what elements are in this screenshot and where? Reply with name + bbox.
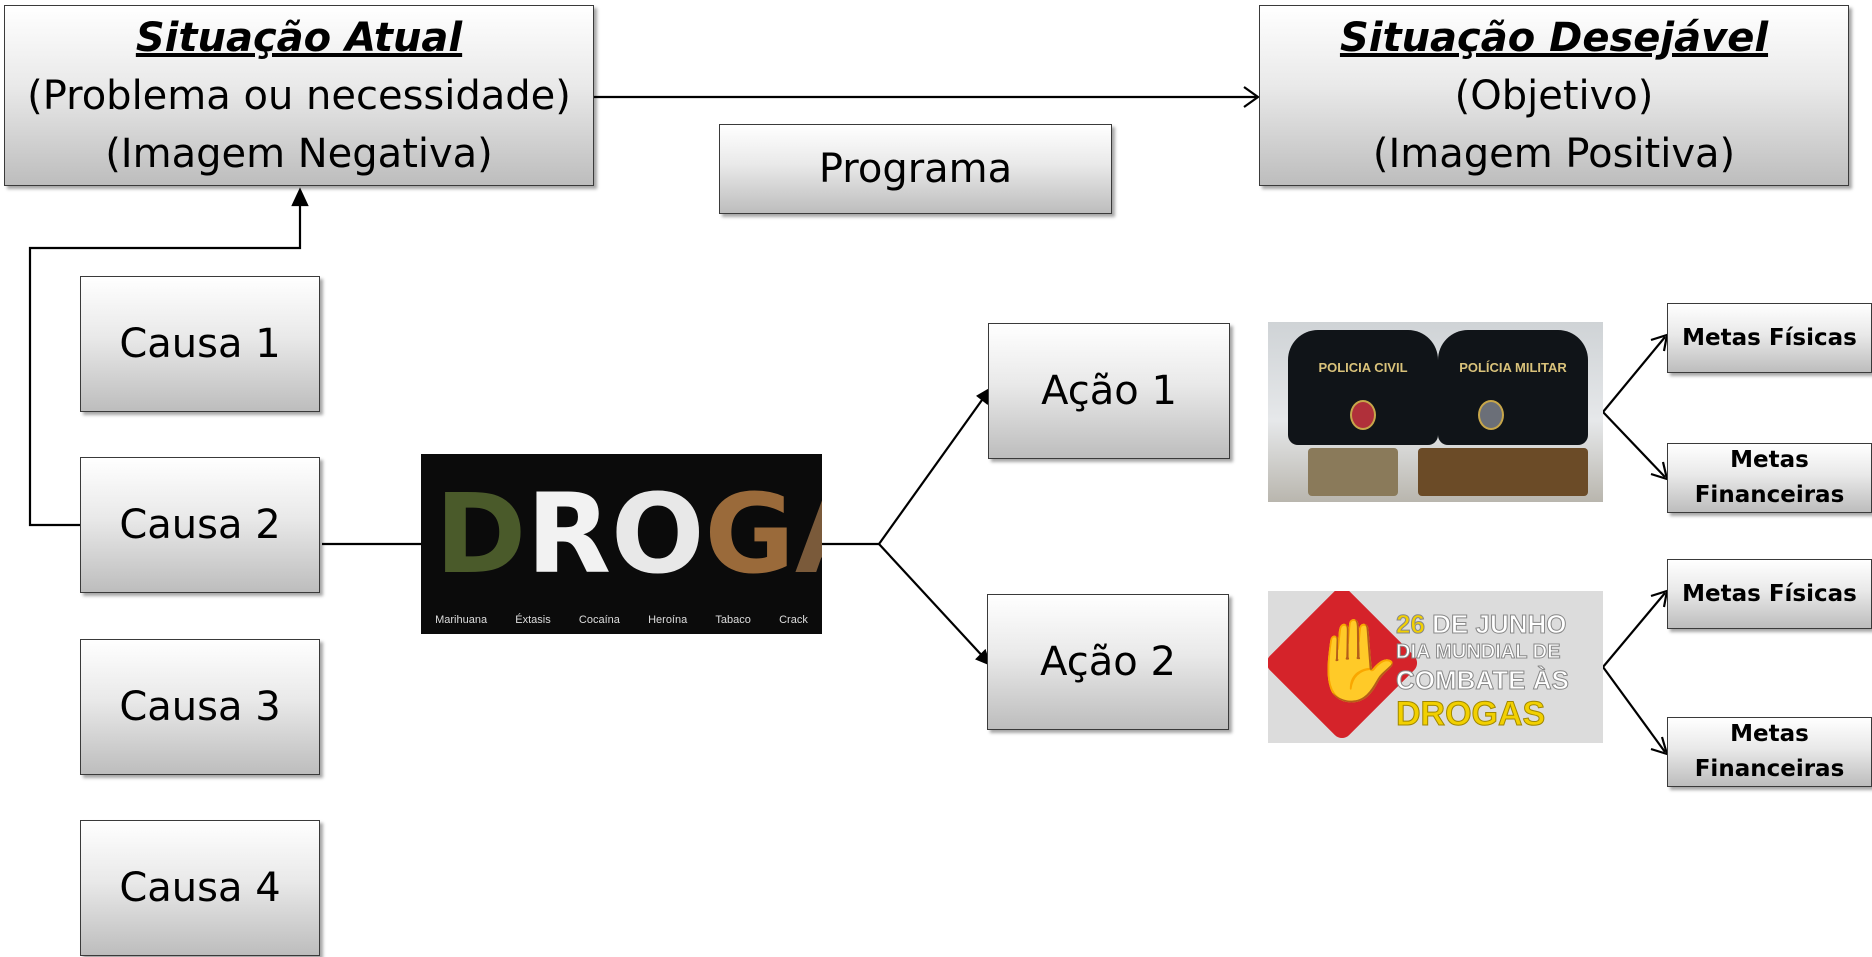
causa-3-box: Causa 3 bbox=[80, 639, 320, 775]
arrow-branch-to-acao1 bbox=[878, 392, 988, 545]
hand-icon: ✋ bbox=[1306, 614, 1406, 707]
acao-1-label: Ação 1 bbox=[1041, 368, 1177, 414]
arrow-causa2-to-atual bbox=[28, 194, 302, 527]
arrow-img2-to-metas-fisicas bbox=[1602, 592, 1666, 668]
acao-2-box: Ação 2 bbox=[987, 594, 1229, 730]
metas-fisicas-1-box: Metas Físicas bbox=[1667, 303, 1872, 373]
badge-right-icon bbox=[1478, 400, 1504, 430]
arrow-img1-to-metas-fisicas bbox=[1602, 336, 1666, 413]
campanha-image: ✋ 26 DE JUNHO DIA MUNDIAL DE COMBATE ÀS … bbox=[1268, 591, 1603, 743]
seized-goods bbox=[1418, 448, 1588, 496]
causa-1-label: Causa 1 bbox=[119, 321, 281, 367]
arrow-branch-to-acao2 bbox=[878, 543, 988, 662]
badge-left-icon bbox=[1350, 400, 1376, 430]
situacao-desejavel-box: Situação Desejável (Objetivo) (Imagem Po… bbox=[1259, 5, 1849, 186]
campanha-line3: COMBATE ÀS bbox=[1396, 665, 1570, 696]
arrow-img2-to-metas-financeiras bbox=[1602, 666, 1666, 753]
situacao-atual-line2: (Imagem Negativa) bbox=[105, 130, 493, 177]
campanha-line2: DIA MUNDIAL DE bbox=[1395, 641, 1561, 664]
metas-fisicas-2-box: Metas Físicas bbox=[1667, 559, 1872, 629]
metas-financeiras-2-line2: Financeiras bbox=[1694, 756, 1845, 782]
metas-financeiras-1-line2: Financeiras bbox=[1694, 482, 1845, 508]
drogas-label: Marihuana bbox=[435, 614, 488, 626]
drogas-label: Crack bbox=[779, 614, 808, 626]
campanha-line4: DROGAS bbox=[1395, 695, 1546, 734]
vest-right-text: POLÍCIA MILITAR bbox=[1459, 360, 1567, 375]
situacao-desejavel-line2: (Imagem Positiva) bbox=[1372, 130, 1736, 177]
acao-2-label: Ação 2 bbox=[1040, 639, 1176, 685]
metas-financeiras-2-box: Metas Financeiras bbox=[1667, 717, 1872, 787]
drogas-letter-a: A bbox=[795, 474, 822, 594]
causa-3-label: Causa 3 bbox=[119, 684, 281, 730]
causa-4-label: Causa 4 bbox=[119, 865, 281, 911]
situacao-desejavel-title: Situação Desejável bbox=[1339, 14, 1769, 61]
metas-fisicas-1-label: Metas Físicas bbox=[1682, 324, 1857, 351]
vest-left-text: POLICIA CIVIL bbox=[1318, 360, 1408, 375]
seized-goods bbox=[1308, 448, 1398, 496]
drogas-letter-d: D bbox=[435, 470, 526, 598]
situacao-desejavel-line1: (Objetivo) bbox=[1454, 72, 1654, 119]
metas-financeiras-1-box: Metas Financeiras bbox=[1667, 443, 1872, 513]
policia-photo: POLICIA CIVIL POLÍCIA MILITAR bbox=[1268, 322, 1603, 502]
arrow-img1-to-metas-financeiras bbox=[1602, 411, 1666, 478]
campanha-date-month: DE JUNHO bbox=[1424, 609, 1567, 640]
situacao-atual-box: Situação Atual (Problema ou necessidade)… bbox=[4, 5, 594, 186]
vest-right: POLÍCIA MILITAR bbox=[1438, 330, 1588, 445]
situacao-atual-line1: (Problema ou necessidade) bbox=[27, 72, 571, 119]
programa-box: Programa bbox=[719, 124, 1112, 214]
campanha-line1: 26 DE JUNHO bbox=[1396, 609, 1567, 640]
drogas-label: Heroína bbox=[648, 614, 688, 626]
drogas-label: Tabaco bbox=[715, 614, 751, 626]
causa-4-box: Causa 4 bbox=[80, 820, 320, 956]
causa-2-label: Causa 2 bbox=[119, 502, 281, 548]
acao-1-box: Ação 1 bbox=[988, 323, 1230, 459]
causa-2-box: Causa 2 bbox=[80, 457, 320, 593]
programa-label: Programa bbox=[818, 146, 1013, 192]
situacao-atual-title: Situação Atual bbox=[135, 14, 463, 61]
metas-financeiras-1-line1: Metas bbox=[1730, 447, 1809, 473]
drogas-letter-g: G bbox=[704, 470, 795, 598]
drogas-word: D R O G A S bbox=[435, 470, 822, 598]
drogas-image: D R O G A S Marihuana Éxtasis Cocaína He… bbox=[421, 454, 822, 634]
causa-1-box: Causa 1 bbox=[80, 276, 320, 412]
drogas-letter-r: R bbox=[526, 470, 611, 598]
drogas-labels: Marihuana Éxtasis Cocaína Heroína Tabaco… bbox=[421, 614, 822, 626]
campanha-date-number: 26 bbox=[1396, 609, 1426, 640]
drogas-letter-o: O bbox=[611, 470, 705, 598]
vest-left: POLICIA CIVIL bbox=[1288, 330, 1438, 445]
metas-financeiras-2-line1: Metas bbox=[1730, 721, 1809, 747]
metas-fisicas-2-label: Metas Físicas bbox=[1682, 580, 1857, 607]
drogas-label: Cocaína bbox=[578, 614, 620, 626]
drogas-label: Éxtasis bbox=[515, 614, 551, 626]
